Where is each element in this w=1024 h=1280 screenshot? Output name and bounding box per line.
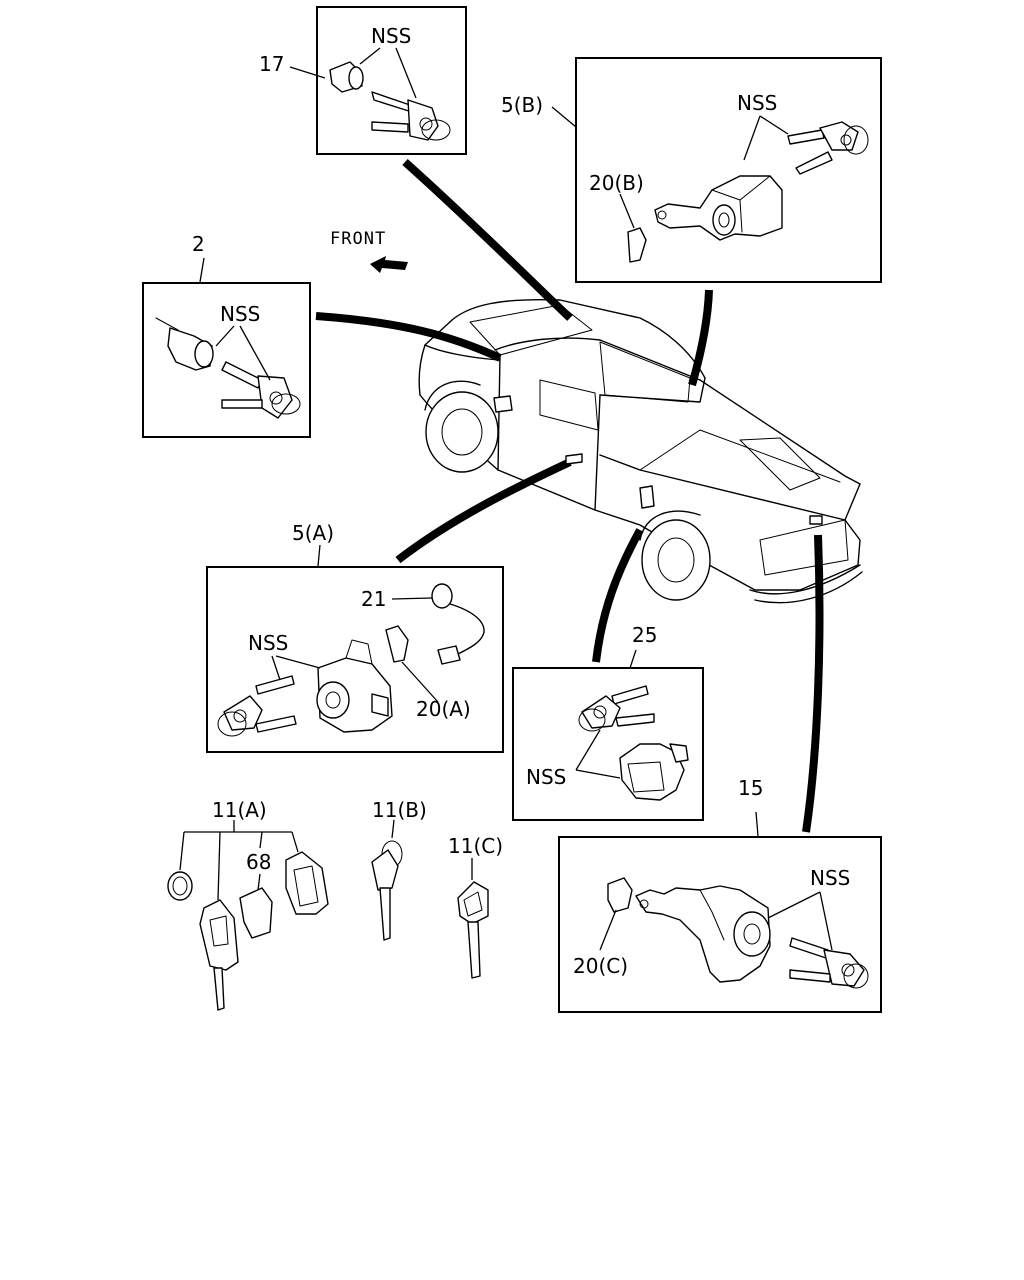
front-arrow: [370, 256, 408, 273]
nss-label-17: NSS: [371, 24, 411, 48]
box-17: [289, 6, 467, 155]
box-5a: [206, 544, 504, 753]
nss-label-5b: NSS: [737, 91, 777, 115]
front-label: FRONT: [330, 229, 386, 249]
nss-label-25: NSS: [526, 765, 566, 789]
nss-label-5a: NSS: [248, 631, 288, 655]
callout-20c: 20(C): [573, 954, 628, 978]
box-15: [558, 811, 882, 1013]
key-11c: [457, 858, 489, 979]
key-11b: [371, 819, 403, 941]
callout-5b: 5(B): [501, 93, 543, 117]
callout-20b: 20(B): [589, 171, 644, 195]
callout-5a: 5(A): [292, 521, 334, 545]
callout-21: 21: [361, 587, 386, 611]
callout-2: 2: [192, 232, 205, 256]
callout-25: 25: [632, 623, 657, 647]
callout-11b: 11(B): [372, 798, 427, 822]
box-2: [142, 257, 311, 438]
callout-11a: 11(A): [212, 798, 267, 822]
callout-68: 68: [246, 850, 271, 874]
nss-label-15: NSS: [810, 866, 850, 890]
callout-11c: 11(C): [448, 834, 503, 858]
connector-lines: [315, 159, 824, 833]
box-25: [512, 649, 704, 821]
nss-label-2: NSS: [220, 302, 260, 326]
callout-17: 17: [259, 52, 284, 76]
box-5b: [551, 57, 882, 283]
pickup-truck: [418, 298, 863, 604]
key-group-11a: [167, 820, 329, 1011]
callout-20a: 20(A): [416, 697, 471, 721]
callout-15: 15: [738, 776, 763, 800]
